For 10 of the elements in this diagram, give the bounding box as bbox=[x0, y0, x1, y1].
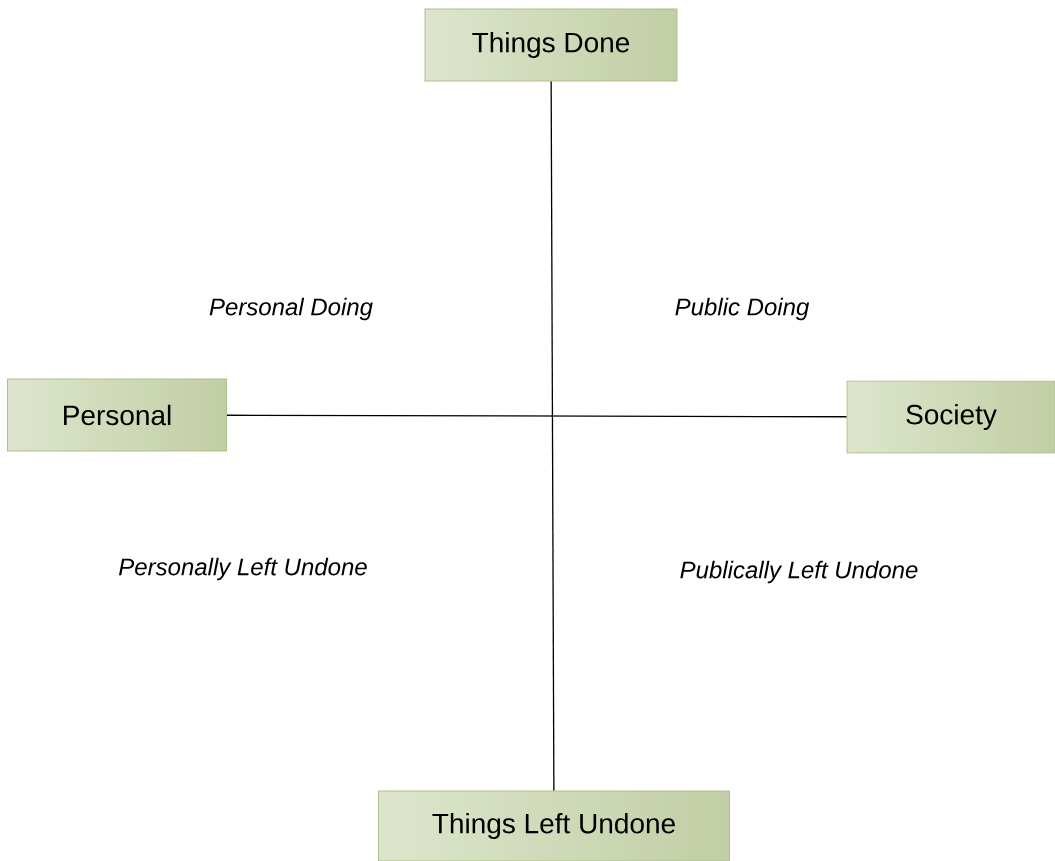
category-box: Society bbox=[846, 380, 1055, 454]
axis-line bbox=[226, 414, 848, 418]
quadrant-label: Personal Doing bbox=[209, 297, 373, 321]
category-box: Personal bbox=[7, 378, 227, 452]
category-box: Things Done bbox=[424, 8, 678, 82]
quadrant-label: Publically Left Undone bbox=[680, 560, 918, 584]
quadrant-label: Personally Left Undone bbox=[119, 557, 367, 581]
category-box: Things Left Undone bbox=[378, 790, 730, 861]
axis-line bbox=[550, 80, 555, 792]
quadrant-label: Public Doing bbox=[675, 297, 810, 321]
